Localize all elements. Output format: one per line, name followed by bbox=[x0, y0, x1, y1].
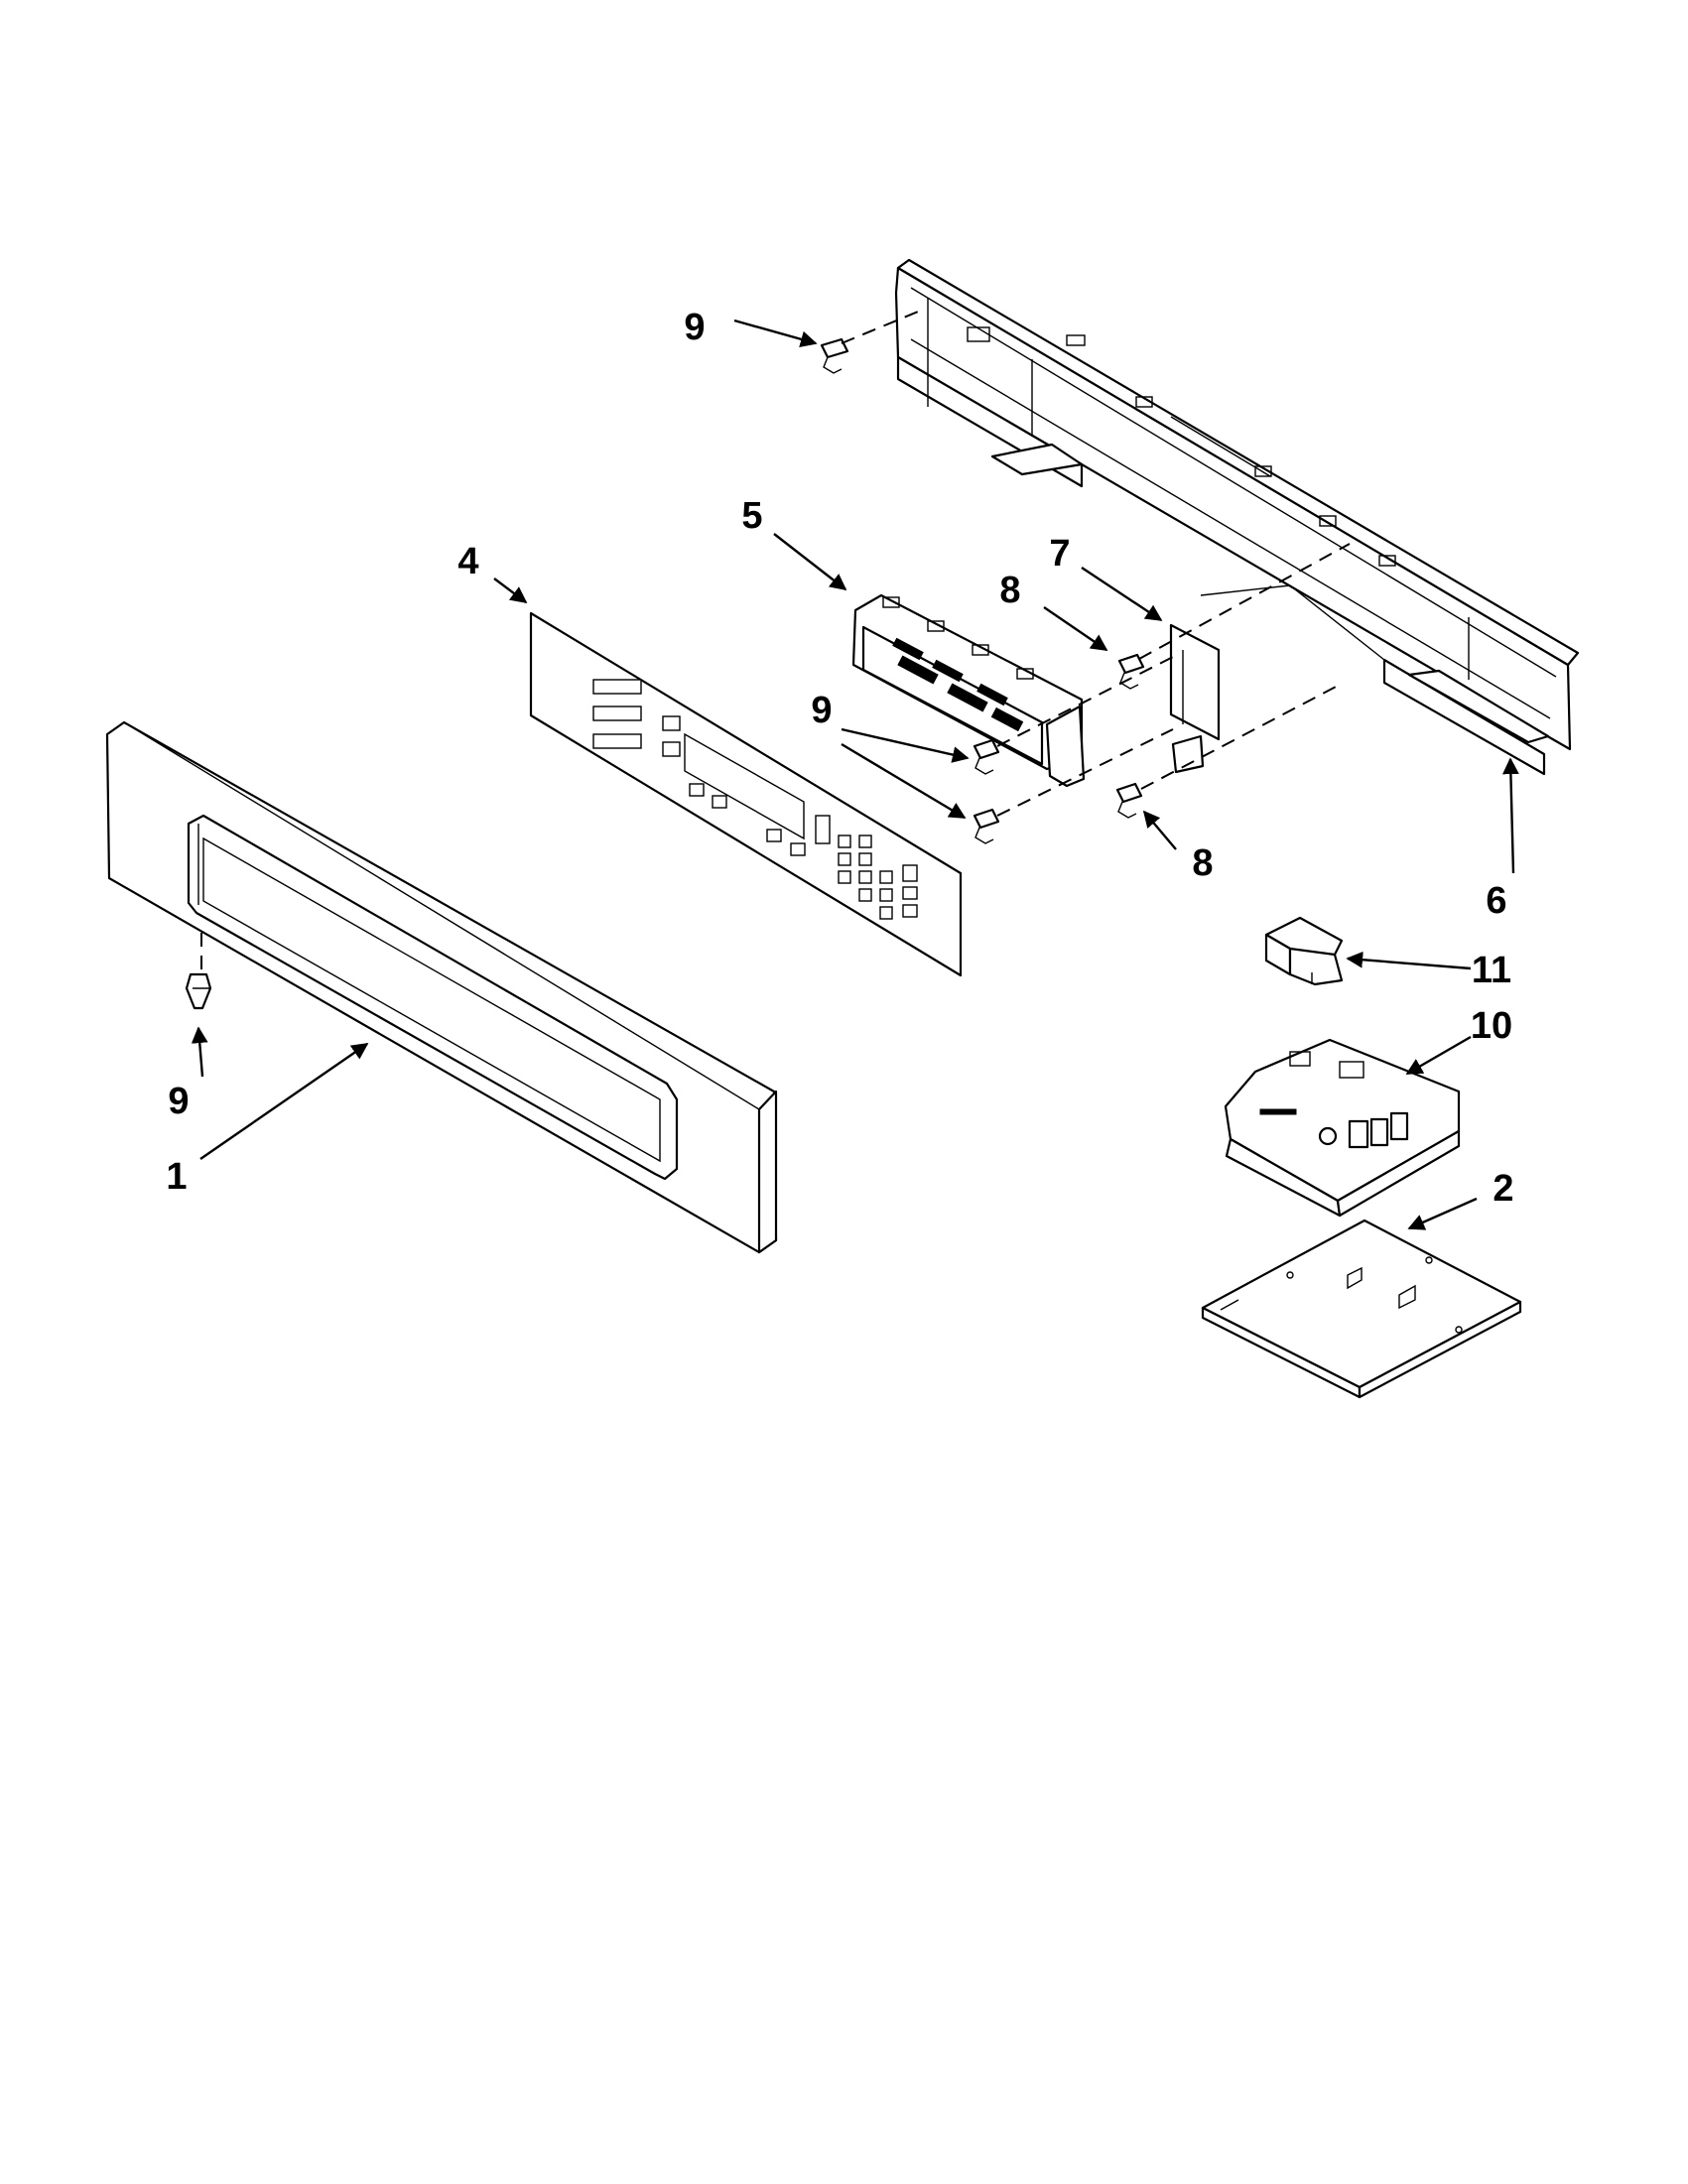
screw-9-board-lower bbox=[973, 808, 1000, 844]
part-2-cover-plate bbox=[1201, 1219, 1522, 1399]
callout-10: 10 bbox=[1471, 1005, 1512, 1047]
callout-9-top: 9 bbox=[684, 307, 705, 348]
callout-2: 2 bbox=[1493, 1168, 1513, 1210]
part-10-control-base bbox=[1224, 1038, 1461, 1218]
callout-8-lower: 8 bbox=[1192, 842, 1213, 884]
callout-6: 6 bbox=[1486, 880, 1506, 922]
part-4-graphics-overlay bbox=[529, 611, 963, 977]
screw-9-board-upper bbox=[973, 738, 1000, 775]
part-5-control-board bbox=[851, 593, 1086, 788]
screw-8-upper bbox=[1117, 653, 1145, 690]
callout-labels: 1 9 4 5 9 9 7 8 8 6 11 10 2 bbox=[166, 307, 1513, 1210]
assembly-lines bbox=[200, 309, 1351, 972]
callout-11: 11 bbox=[1472, 950, 1511, 991]
leader-arrows bbox=[191, 319, 1519, 1230]
callout-9-board: 9 bbox=[811, 690, 832, 731]
part-1-control-panel-trim bbox=[105, 720, 778, 1254]
keypad bbox=[838, 835, 918, 920]
part-6-control-panel-bracket bbox=[894, 258, 1580, 776]
screw-9-top bbox=[820, 337, 849, 374]
callout-1: 1 bbox=[166, 1156, 187, 1198]
callout-4: 4 bbox=[457, 541, 478, 582]
callout-9-trim: 9 bbox=[168, 1081, 189, 1122]
part-11-relay bbox=[1264, 916, 1344, 986]
screw-9-trim bbox=[185, 972, 212, 1010]
callout-5: 5 bbox=[741, 495, 762, 537]
callout-8-upper: 8 bbox=[999, 570, 1020, 611]
screw-8-lower bbox=[1115, 782, 1143, 819]
part-7-mounting-bracket bbox=[1169, 623, 1221, 774]
callout-7: 7 bbox=[1049, 533, 1070, 575]
